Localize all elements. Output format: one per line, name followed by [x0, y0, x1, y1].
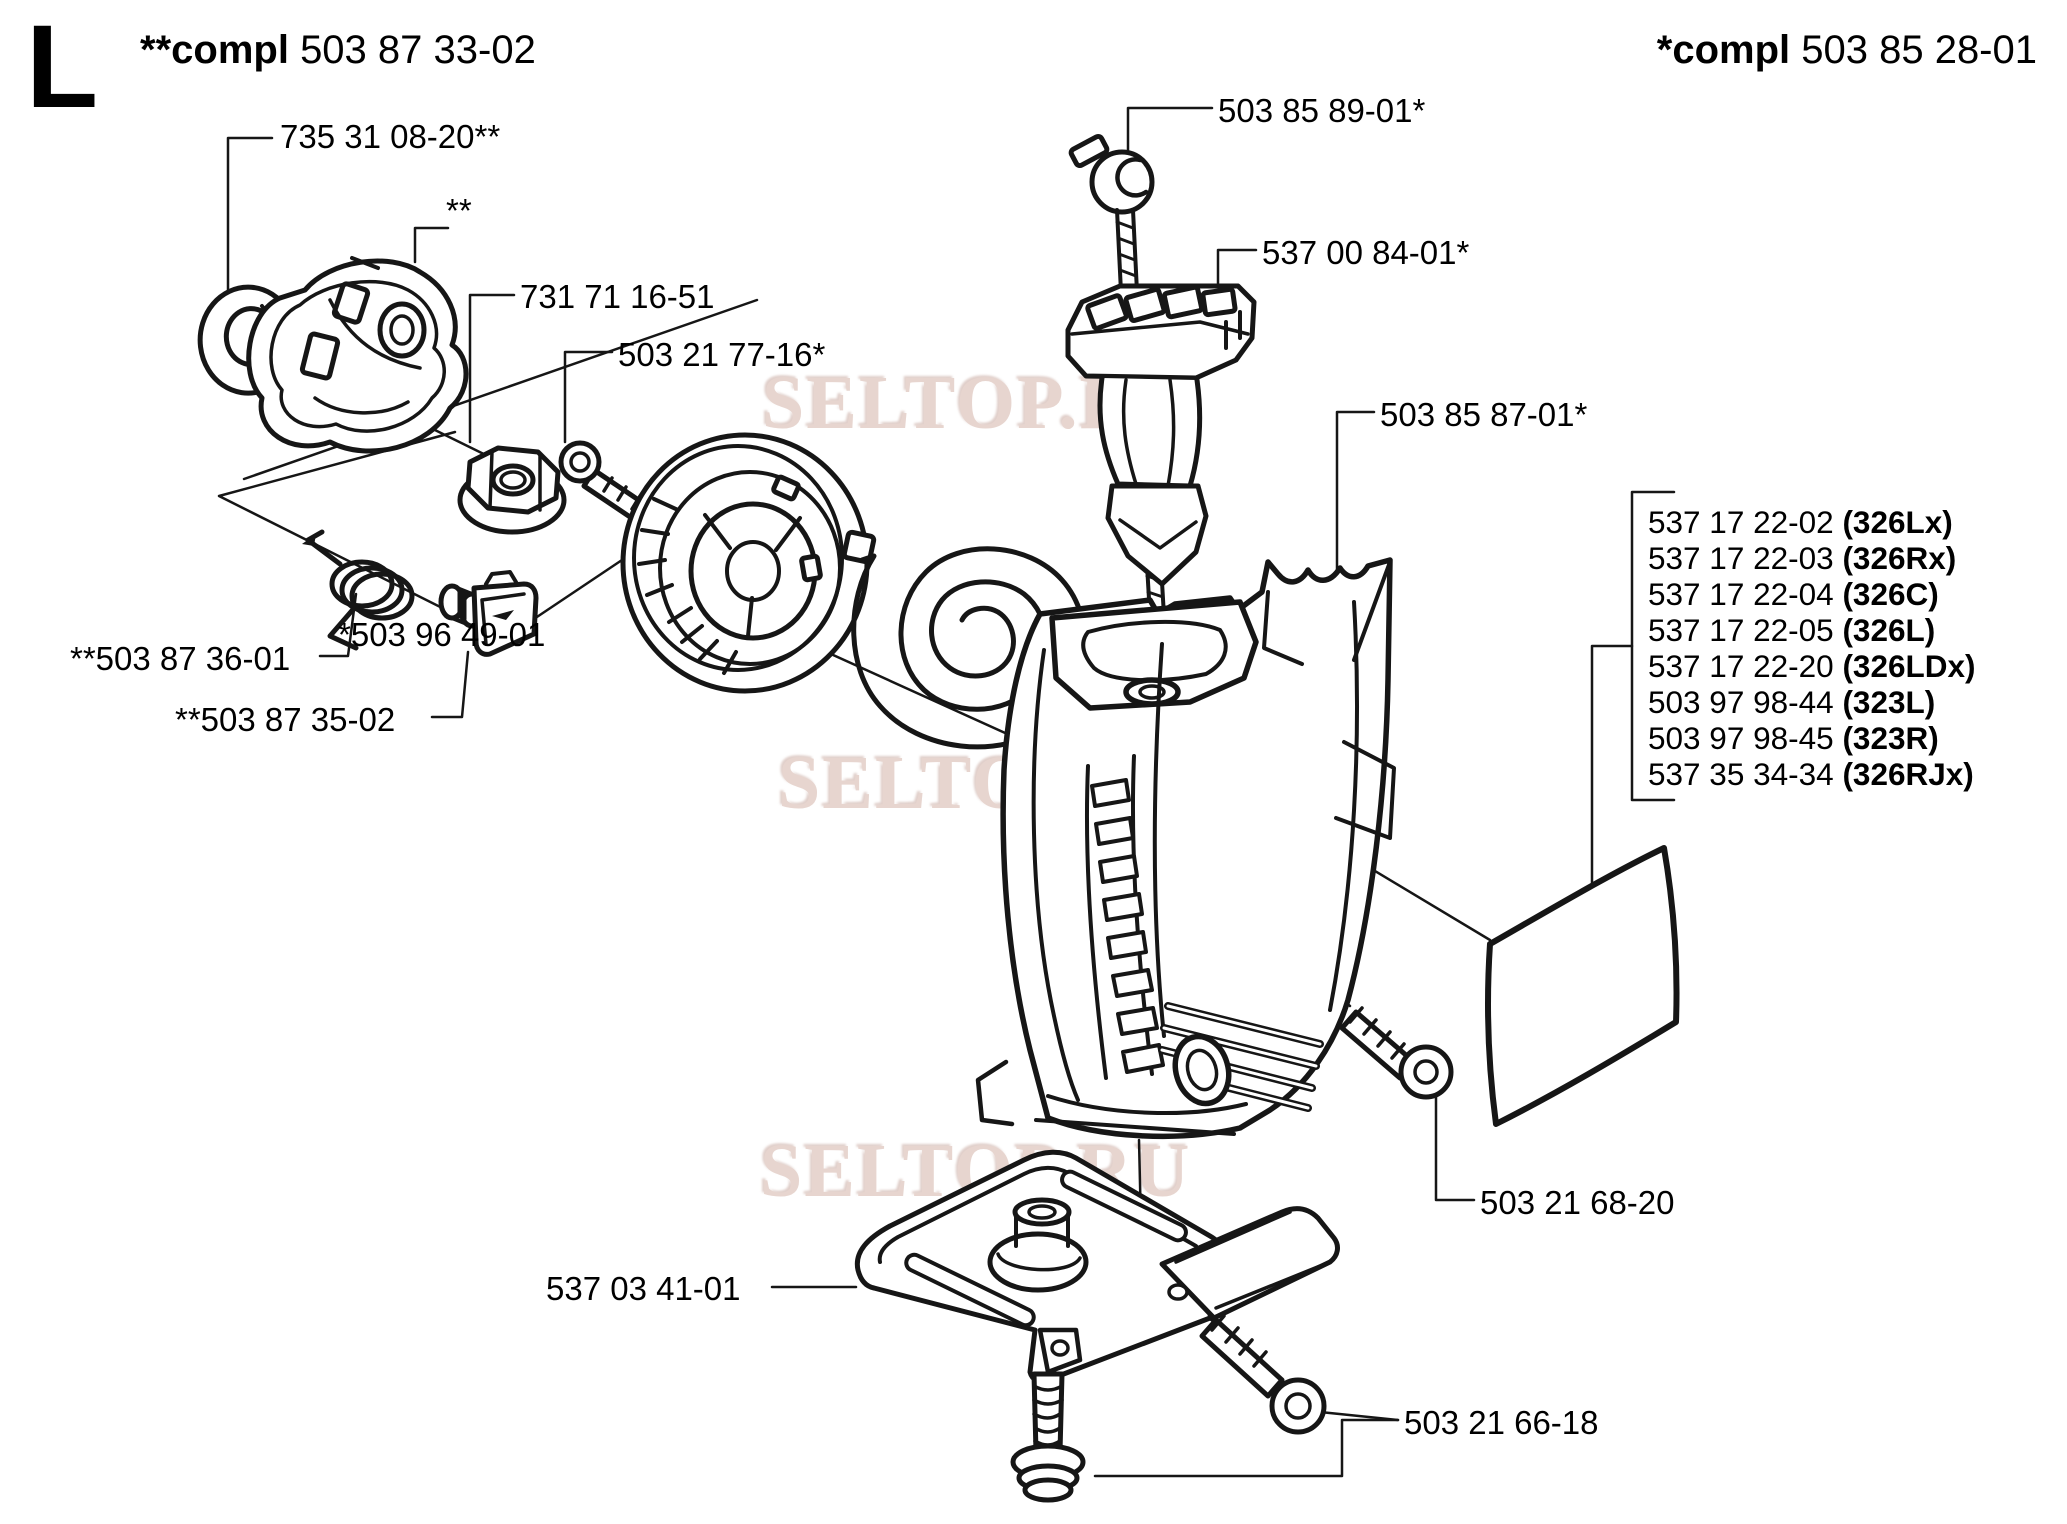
header-left-number: 503 87 33-02 [300, 28, 536, 72]
plate-screw-a-drawing [1199, 1314, 1327, 1435]
part-label-circlip: 735 31 08-20** [280, 118, 501, 155]
part-number: 503 97 98-44 [1648, 684, 1834, 720]
recoil-spring-drawing [841, 529, 1088, 750]
pawl-drawing [438, 570, 539, 657]
list-item: 503 97 98-45 (323R) [1648, 720, 1975, 756]
model-name: (326Lx) [1842, 504, 1953, 540]
part-number: 537 35 34-34 [1648, 756, 1834, 792]
part-number: 503 97 98-45 [1648, 720, 1834, 756]
part-label-carrier-stars: ** [446, 192, 472, 229]
part-label-housing: 503 85 87-01* [1380, 396, 1588, 433]
model-name: (326C) [1842, 576, 1939, 612]
part-label-handle: 537 00 84-01* [1262, 234, 1470, 271]
header-right: *compl 503 85 28-01 [1657, 28, 2037, 73]
rope-clip-drawing [1068, 133, 1155, 215]
model-name: (326L) [1842, 612, 1936, 648]
model-name: (323L) [1842, 684, 1936, 720]
header-right-number: 503 85 28-01 [1801, 28, 2037, 72]
list-item: 503 97 98-44 (323L) [1648, 684, 1975, 720]
part-label-housing-screw: 503 21 68-20 [1480, 1184, 1675, 1221]
list-item: 537 17 22-02 (326Lx) [1648, 504, 1975, 540]
list-item: 537 17 22-20 (326LDx) [1648, 648, 1975, 684]
housing-screw-drawing [1339, 1006, 1454, 1100]
model-parts-list: 537 17 22-02 (326Lx) 537 17 22-03 (326Rx… [1648, 504, 1975, 792]
part-label-flange-nut: 731 71 16-51 [520, 278, 715, 315]
part-label-plate-screws: 503 21 66-18 [1404, 1404, 1599, 1441]
model-name: (323R) [1842, 720, 1939, 756]
header-left: **compl 503 87 33-02 [140, 28, 536, 73]
housing-drawing [975, 557, 1396, 1140]
plate-screw-b-drawing [1010, 1371, 1086, 1503]
part-number: 537 17 22-04 [1648, 576, 1834, 612]
header-right-prefix: *compl [1656, 28, 1791, 72]
model-name: (326LDx) [1842, 648, 1976, 684]
pawl-carrier-drawing [246, 256, 469, 454]
part-label-recoil-spring: *503 96 49-01 [338, 616, 546, 653]
decal-drawing [1485, 845, 1680, 1127]
header-left-prefix: **compl [140, 28, 289, 72]
part-number: 537 17 22-20 [1648, 648, 1834, 684]
section-letter: L [26, 1, 99, 133]
pulley-drawing [620, 432, 870, 694]
part-label-torsion-spring: **503 87 36-01 [70, 640, 291, 677]
part-number: 537 17 22-05 [1648, 612, 1834, 648]
model-name: (326Rx) [1842, 540, 1957, 576]
list-item: 537 17 22-03 (326Rx) [1648, 540, 1975, 576]
list-item: 537 35 34-34 (326RJx) [1648, 756, 1975, 792]
starter-handle-drawing [1065, 283, 1257, 587]
list-item: 537 17 22-05 (326L) [1648, 612, 1975, 648]
plate-drawing [854, 1149, 1340, 1385]
torsion-spring-drawing [302, 529, 415, 651]
part-label-rope-clip: 503 85 89-01* [1218, 92, 1426, 129]
part-label-base-plate: 537 03 41-01 [546, 1270, 741, 1307]
part-label-pawl: **503 87 35-02 [175, 701, 396, 738]
model-name: (326RJx) [1842, 756, 1974, 792]
part-number: 537 17 22-03 [1648, 540, 1834, 576]
flange-nut-drawing [457, 445, 567, 535]
list-item: 537 17 22-04 (326C) [1648, 576, 1975, 612]
part-number: 537 17 22-02 [1648, 504, 1834, 540]
part-label-pulley-screw: 503 21 77-16* [618, 336, 826, 373]
